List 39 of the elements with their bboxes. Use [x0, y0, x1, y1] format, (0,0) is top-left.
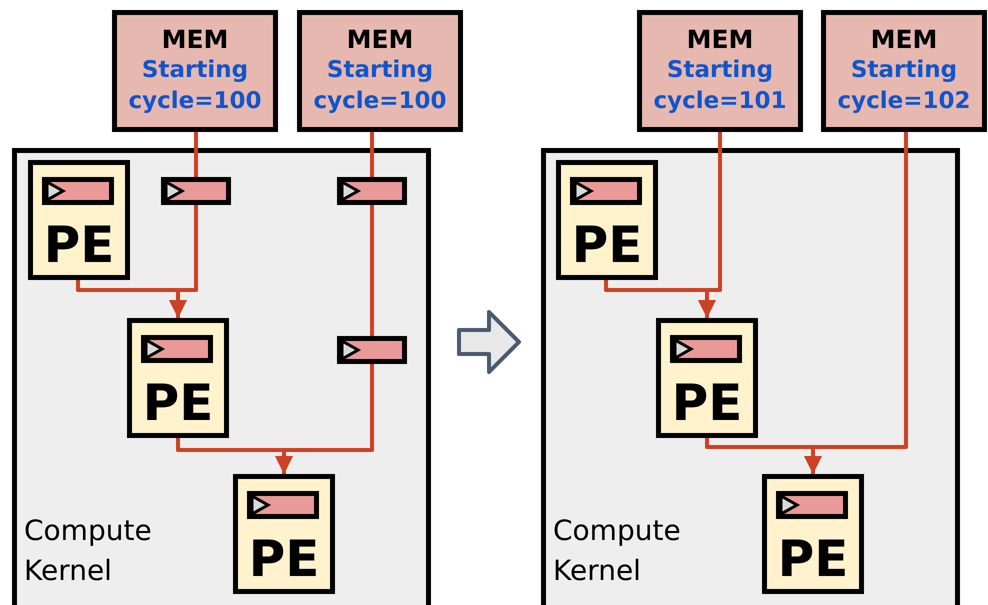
register-block: [337, 177, 407, 205]
connector-line: [370, 132, 374, 177]
compute-kernel-panel: [12, 148, 431, 605]
arrow: [176, 438, 293, 474]
processing-element-box: [656, 318, 758, 438]
starting-cycle-text: Starting cycle=101: [652, 56, 788, 116]
arrow: [705, 438, 822, 474]
kernel-label: Compute Kernel: [24, 513, 153, 589]
pe-label: PE: [142, 373, 214, 433]
memory-label: MEM: [346, 25, 414, 55]
connector-line: [194, 132, 198, 177]
memory-label: MEM: [870, 25, 938, 55]
starting-cycle-text: Starting cycle=100: [312, 56, 448, 116]
processing-element-box: [28, 160, 130, 280]
memory-box: [112, 10, 278, 132]
starting-cycle-text: Starting cycle=102: [836, 56, 972, 116]
connector-line: [370, 205, 374, 336]
transform-arrow: [457, 310, 521, 374]
processing-element-box: [556, 160, 658, 280]
memory-label: MEM: [162, 25, 228, 55]
arrow: [604, 280, 716, 318]
pe-label: PE: [776, 529, 850, 589]
pe-label: PE: [670, 373, 744, 433]
pe-label: PE: [570, 215, 644, 275]
pe-label: PE: [248, 529, 320, 589]
register-block: [161, 177, 231, 205]
kernel-label: Compute Kernel: [553, 513, 682, 589]
processing-element-box: [233, 474, 335, 594]
pe-label: PE: [42, 215, 116, 275]
processing-element-box: [762, 474, 864, 594]
arrow: [76, 280, 187, 318]
memory-box: [637, 10, 803, 132]
compute-kernel-panel: [541, 148, 960, 605]
starting-cycle-text: Starting cycle=100: [127, 56, 263, 116]
processing-element-box: [127, 318, 229, 438]
memory-label: MEM: [686, 25, 754, 55]
memory-box: [297, 10, 463, 132]
memory-box: [821, 10, 987, 132]
register-block: [337, 336, 407, 364]
